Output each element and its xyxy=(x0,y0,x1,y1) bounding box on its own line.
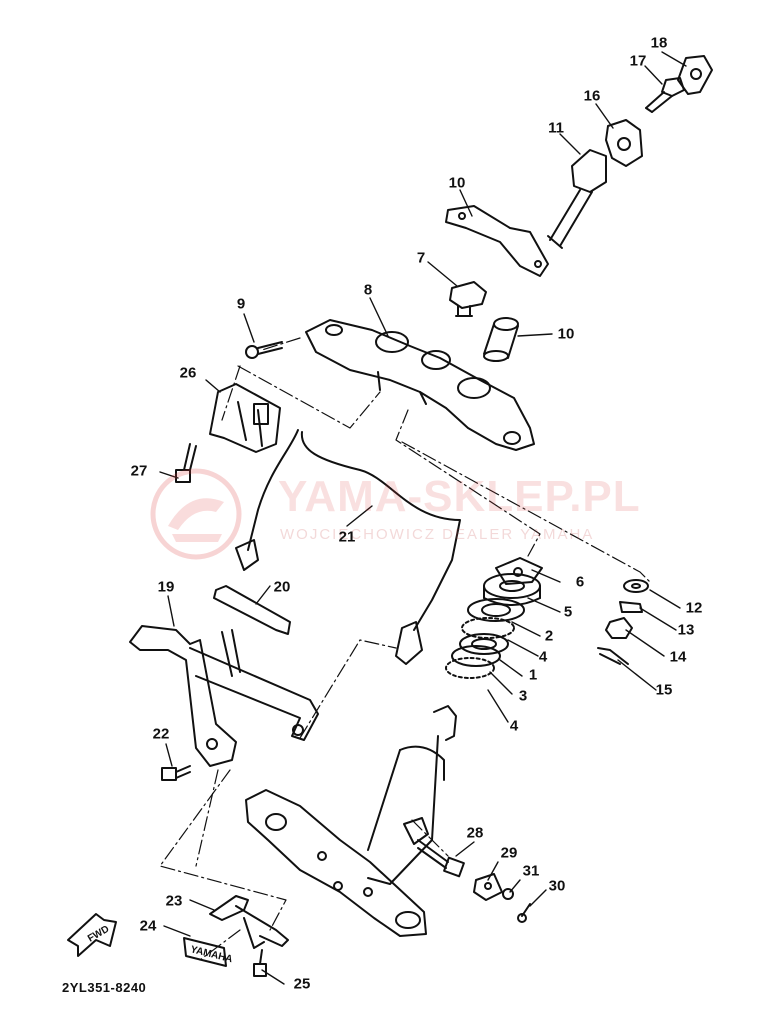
fwd-arrow-icon xyxy=(67,913,117,957)
part-8-upper-bracket xyxy=(305,319,535,451)
callout-28: 27 xyxy=(130,462,148,480)
part-16-pin xyxy=(597,647,629,665)
callout-18: 17 xyxy=(629,52,647,70)
callout-14: 13 xyxy=(677,621,695,639)
callout-11: 10 xyxy=(448,174,466,192)
callout-13: 12 xyxy=(685,599,703,617)
callout-3: 3 xyxy=(518,687,528,705)
part-3-race xyxy=(451,645,501,667)
part-18-bolt xyxy=(645,77,685,113)
callout-17: 16 xyxy=(583,87,601,105)
part-13-washer xyxy=(623,579,649,593)
callout-7: 7 xyxy=(416,249,426,267)
part-26-screw xyxy=(253,949,267,977)
callout-20: 19 xyxy=(157,578,175,596)
callout-24: 23 xyxy=(165,892,183,910)
callout-31: 30 xyxy=(548,877,566,895)
part-4-bearing-lower xyxy=(445,657,495,679)
callout-32: 31 xyxy=(522,862,540,880)
callout-19: 18 xyxy=(650,34,668,52)
part-21-bar xyxy=(213,585,291,635)
part-23-bolt xyxy=(161,765,191,781)
callout-12: 11 xyxy=(548,119,564,137)
assembly-lines xyxy=(159,337,651,961)
part-24-bracket xyxy=(209,895,289,949)
part-32-nut xyxy=(502,888,514,900)
part-28-bolt xyxy=(175,443,197,483)
callout-26: 25 xyxy=(293,975,311,993)
callout-5: 5 xyxy=(563,603,573,621)
part-27-bracket xyxy=(209,383,281,453)
diagram-part-code: 2YL351-8240 xyxy=(62,980,147,995)
part-1-race xyxy=(459,633,509,655)
callout-16: 15 xyxy=(655,681,673,699)
part-17-holder xyxy=(605,119,643,167)
part-2-race xyxy=(467,598,525,622)
part-19-plate xyxy=(677,55,713,95)
callout-22: 21 xyxy=(338,528,356,546)
callout-29: 28 xyxy=(466,824,484,842)
callout-27: 26 xyxy=(179,364,197,382)
callout-4a: 4 xyxy=(538,648,548,666)
part-11-bracket xyxy=(445,205,549,277)
callout-23: 22 xyxy=(152,725,170,743)
part-31-screw xyxy=(517,903,531,923)
callout-4b: 4 xyxy=(509,717,519,735)
part-30-plate xyxy=(473,873,503,901)
part-15-nut xyxy=(605,617,633,639)
part-14-clip xyxy=(619,601,643,613)
part-5-ring-nut xyxy=(483,573,541,606)
part-20-bracket xyxy=(129,625,319,767)
part-25-emblem xyxy=(183,937,227,967)
part-9-bolt xyxy=(245,341,283,359)
callout-6: 6 xyxy=(575,573,585,591)
part-29-bolt xyxy=(417,839,465,878)
callout-10: 10 xyxy=(557,325,575,343)
lower-bracket-stem xyxy=(245,705,457,937)
callout-8: 8 xyxy=(363,281,373,299)
callout-1: 1 xyxy=(528,666,538,684)
callout-9: 9 xyxy=(236,295,246,313)
callout-21: 20 xyxy=(273,578,291,596)
callout-15: 14 xyxy=(669,648,687,666)
part-12-shaft xyxy=(547,149,607,249)
part-4-bearing-upper xyxy=(461,617,515,639)
callout-25: 24 xyxy=(139,917,157,935)
callout-2: 2 xyxy=(544,627,554,645)
callout-30: 29 xyxy=(500,844,518,862)
part-10-cylinder xyxy=(483,317,519,362)
leader-lines xyxy=(159,51,687,985)
part-22-cable xyxy=(235,429,461,665)
part-7-nut xyxy=(449,281,487,317)
